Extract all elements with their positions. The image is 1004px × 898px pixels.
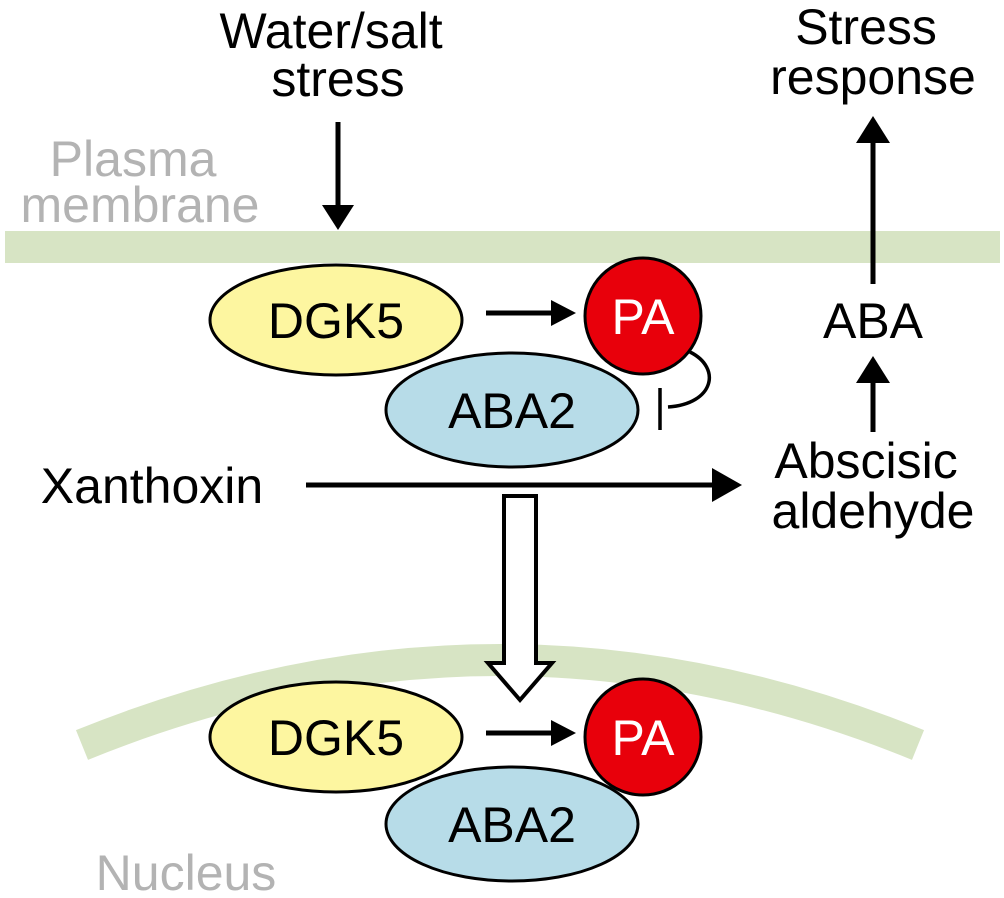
aldehyde-aba-arrowhead <box>856 356 890 383</box>
nucleus-dgk5-label: DGK5 <box>268 710 404 766</box>
nucleus-aba2-label: ABA2 <box>448 797 576 853</box>
nucleus-dgk5-node <box>208 680 464 794</box>
stress-response-label: Stress response <box>770 0 976 105</box>
nuclear-envelope-arc <box>75 644 925 760</box>
nucleus-pa-node <box>583 677 703 797</box>
plasma-membrane-label: Plasma membrane <box>21 131 260 233</box>
dgk5-pa-arrowhead <box>551 300 576 326</box>
pa-inhibits-aba2-arc <box>667 350 711 409</box>
water-salt-stress-label: Water/salt stress <box>219 3 456 107</box>
nucleus-dgk5-pa-arrowhead <box>551 720 576 746</box>
dgk5-node <box>208 263 464 377</box>
aba-response-arrowhead <box>856 116 890 143</box>
nucleus-complex: ABA2 DGK5 PA <box>208 677 703 883</box>
xanthoxin-label: Xanthoxin <box>41 458 263 514</box>
nucleus-pa-label: PA <box>612 710 676 766</box>
pa-label: PA <box>612 289 676 345</box>
aba2-node <box>384 351 640 469</box>
stress-arrowhead <box>322 205 354 230</box>
pa-node <box>583 256 703 376</box>
translocation-hollow-arrow <box>483 494 557 704</box>
nucleus-aba2-node <box>384 765 640 883</box>
aba-label: ABA <box>823 293 924 349</box>
aba2-label: ABA2 <box>448 383 576 439</box>
dgk5-label: DGK5 <box>268 293 404 349</box>
plasma-membrane-band <box>5 231 1000 263</box>
xanthoxin-arrowhead <box>712 468 742 502</box>
membrane-complex: ABA2 DGK5 PA <box>208 256 711 469</box>
nucleus-label: Nucleus <box>96 845 277 898</box>
abscisic-aldehyde-label: Abscisic aldehyde <box>772 433 975 539</box>
